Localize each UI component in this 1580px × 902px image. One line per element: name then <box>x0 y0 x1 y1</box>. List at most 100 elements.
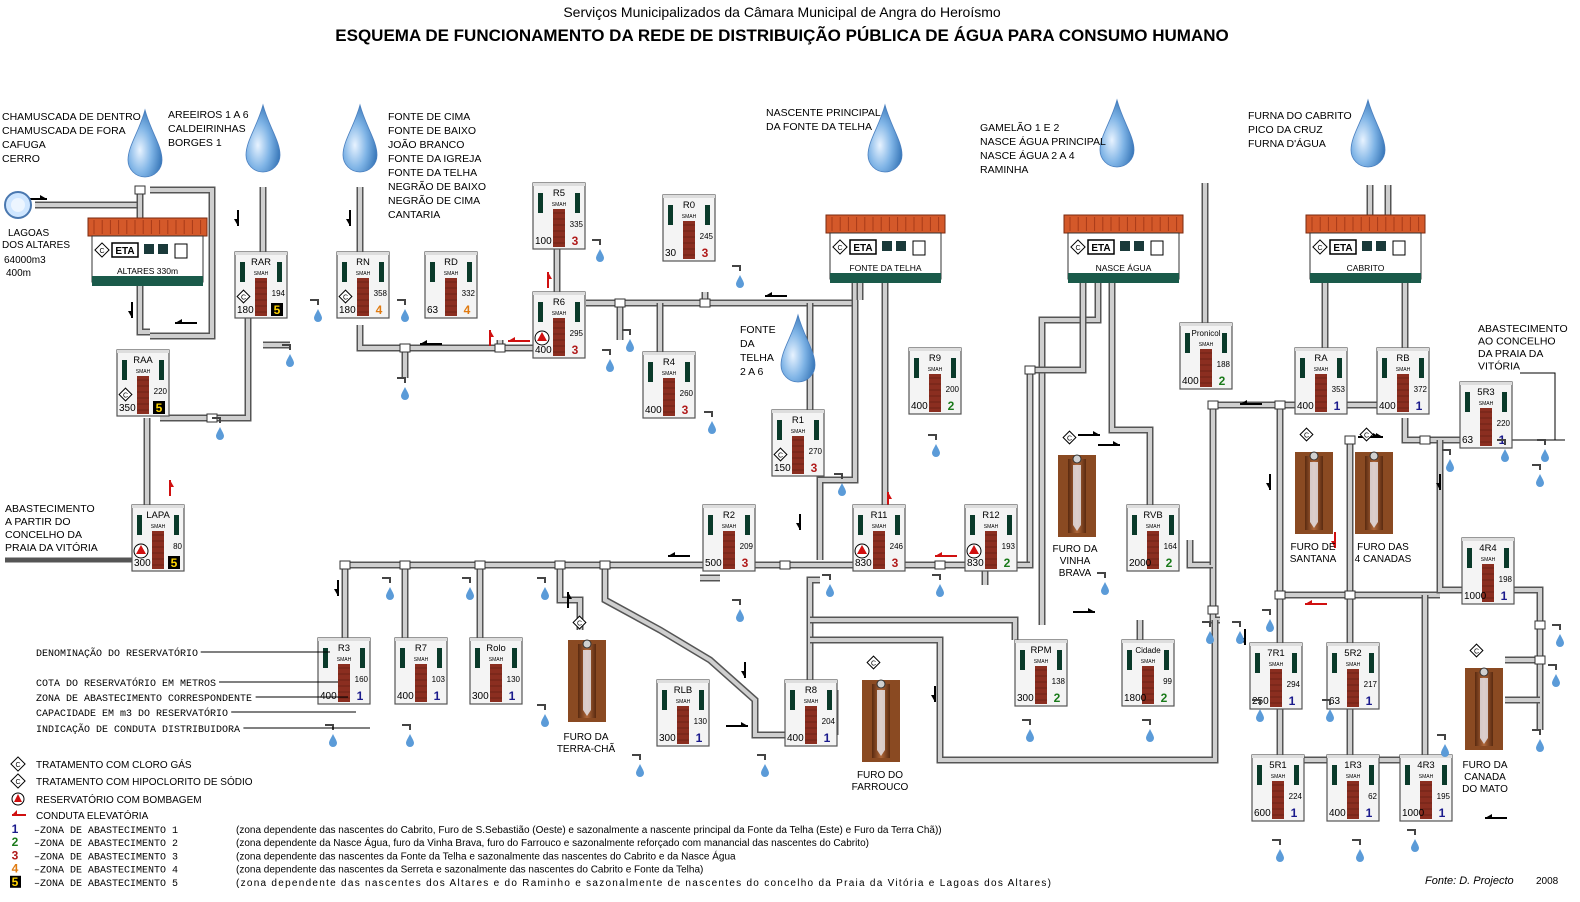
svg-text:C: C <box>123 393 128 400</box>
reservoir-zone: 1 <box>1291 806 1298 820</box>
reservoir-name: R5 <box>553 188 565 199</box>
eta-label-telha: ETA <box>853 243 872 254</box>
reservoir-level: 295 <box>570 329 584 338</box>
tap-drop-icon-32 <box>537 704 549 727</box>
legend-zone-num-3: 3 <box>12 848 19 862</box>
tap-drop-icon-28 <box>1352 839 1364 862</box>
source-label-src-telha26-1: DA <box>740 338 755 350</box>
legend-zone-num-5: 5 <box>12 875 19 889</box>
reservoir-zone: 5 <box>274 303 281 317</box>
pipe-core-46 <box>808 578 820 690</box>
valve-14 <box>399 560 411 570</box>
hypochlorite-icon: C <box>572 615 587 630</box>
eta-chlorine-icon-telha: C <box>832 239 848 255</box>
key-label-0: DENOMINAÇÃO DO RESERVATÓRIO <box>36 646 198 660</box>
valve-10 <box>1419 435 1431 445</box>
source-label-src-fontecima-3: FONTE DA IGREJA <box>388 153 481 165</box>
reservoir-level: 245 <box>700 232 714 241</box>
eta-name-nasce: NASCE ÁGUA <box>1096 263 1152 273</box>
key-label-3: CAPACIDADE EM m3 DO RESERVATÓRIO <box>36 706 228 720</box>
reservoir-smah: SMAH <box>1346 662 1361 668</box>
reservoir-smah: SMAH <box>872 524 887 530</box>
legend-zone-desc-3: (zona dependente das nascentes da Fonte … <box>236 849 736 862</box>
reservoir-zone: 1 <box>824 731 831 745</box>
valve-7 <box>1207 400 1219 410</box>
tap-drop-icon-3 <box>397 299 409 322</box>
legend-symbol-2: RESERVATÓRIO COM BOMBAGEM <box>36 793 202 806</box>
tap-drop-icon-24 <box>1437 734 1449 757</box>
reservoir-capacity: 400 <box>1329 808 1346 819</box>
legend-zone-num-4: 4 <box>12 862 19 876</box>
reservoir-name: RA <box>1314 353 1328 364</box>
source-label-src-gamelao-0: GAMELÃO 1 E 2 <box>980 121 1060 134</box>
reservoir-zone: 3 <box>572 343 579 357</box>
tap-drop-icon-7 <box>732 265 744 288</box>
eta-name-altares: ALTARES 330m <box>117 266 178 276</box>
tap-drop-icon-17 <box>822 574 834 597</box>
reservoir-name: Rolo <box>486 643 506 654</box>
svg-text:C: C <box>15 779 20 786</box>
reservoir-level: 130 <box>694 717 708 726</box>
flow-arrow-25 <box>1305 600 1327 605</box>
hypochlorite-icon: C <box>1062 430 1077 445</box>
flow-arrow-11 <box>796 514 801 530</box>
reservoir-capacity: 150 <box>774 463 791 474</box>
pipe-core-13 <box>586 292 707 305</box>
pipe-core-47 <box>810 618 1017 640</box>
tap-drop-icon-25 <box>1548 664 1560 687</box>
tap-drop-icon-10 <box>834 473 846 496</box>
flow-arrow-15 <box>334 580 339 596</box>
flow-arrow-7 <box>547 272 552 288</box>
tap-drop-icon-39 <box>1537 439 1549 462</box>
reservoir-name: R6 <box>553 297 565 308</box>
flow-arrow-1 <box>175 319 197 324</box>
reservoir-zone: 4 <box>376 303 383 317</box>
source-label-src-cabrito-0: FURNA DO CABRITO <box>1248 110 1352 122</box>
reservoir-smah: SMAH <box>1271 774 1286 780</box>
outlet-taps <box>212 239 1564 862</box>
water-drop-icon-3 <box>867 103 903 173</box>
reservoir-name: RB <box>1396 353 1409 364</box>
reservoir-capacity: 400 <box>1379 401 1396 412</box>
source-label-src-fontecima-5: NEGRÃO DE BAIXO <box>388 180 486 193</box>
reservoir-level: 193 <box>1002 542 1016 551</box>
eta-chlorine-icon-cabrito: C <box>1312 239 1328 255</box>
reservoir-level: 217 <box>1364 680 1378 689</box>
borehole-label-santana-1: SANTANA <box>1290 554 1337 565</box>
reservoir-smah: SMAH <box>552 202 567 208</box>
reservoir-smah: SMAH <box>1269 662 1284 668</box>
svg-text:C: C <box>1304 433 1309 440</box>
reservoir-capacity: 350 <box>119 403 136 414</box>
reservoir-name: 4R3 <box>1417 760 1434 771</box>
valve-23 <box>1534 655 1546 665</box>
flow-arrow-9 <box>169 480 174 496</box>
svg-text:C: C <box>577 621 582 628</box>
legend-zone-num-1: 1 <box>12 822 19 836</box>
water-drop-icon-2 <box>342 103 378 173</box>
source-label-src-cabrito-1: PICO DA CRUZ <box>1248 124 1323 136</box>
tap-drop-icon-9 <box>704 411 716 434</box>
source-label-src-telha26-0: FONTE <box>740 324 776 336</box>
flow-arrow-23 <box>1266 474 1271 490</box>
reservoir-zone: 3 <box>682 403 689 417</box>
borehole-label-4canadas-0: FURO DAS <box>1357 542 1409 553</box>
svg-text:C: C <box>99 248 104 255</box>
water-drop-icon-1 <box>245 103 281 173</box>
tap-drop-icon-1 <box>212 417 224 440</box>
reservoir-level: 62 <box>1368 792 1377 801</box>
legend-zone-label-1: –ZONA DE ABASTECIMENTO 1 <box>34 826 178 837</box>
flow-arrow-13 <box>935 552 957 557</box>
tap-drop-icon-41 <box>1442 449 1454 472</box>
reservoir-capacity: 2000 <box>1129 558 1152 569</box>
pipe-core-21 <box>1040 283 1100 625</box>
reservoir-level: 224 <box>1289 792 1303 801</box>
reservoir-zone: 3 <box>742 556 749 570</box>
reservoir-smah: SMAH <box>337 657 352 663</box>
